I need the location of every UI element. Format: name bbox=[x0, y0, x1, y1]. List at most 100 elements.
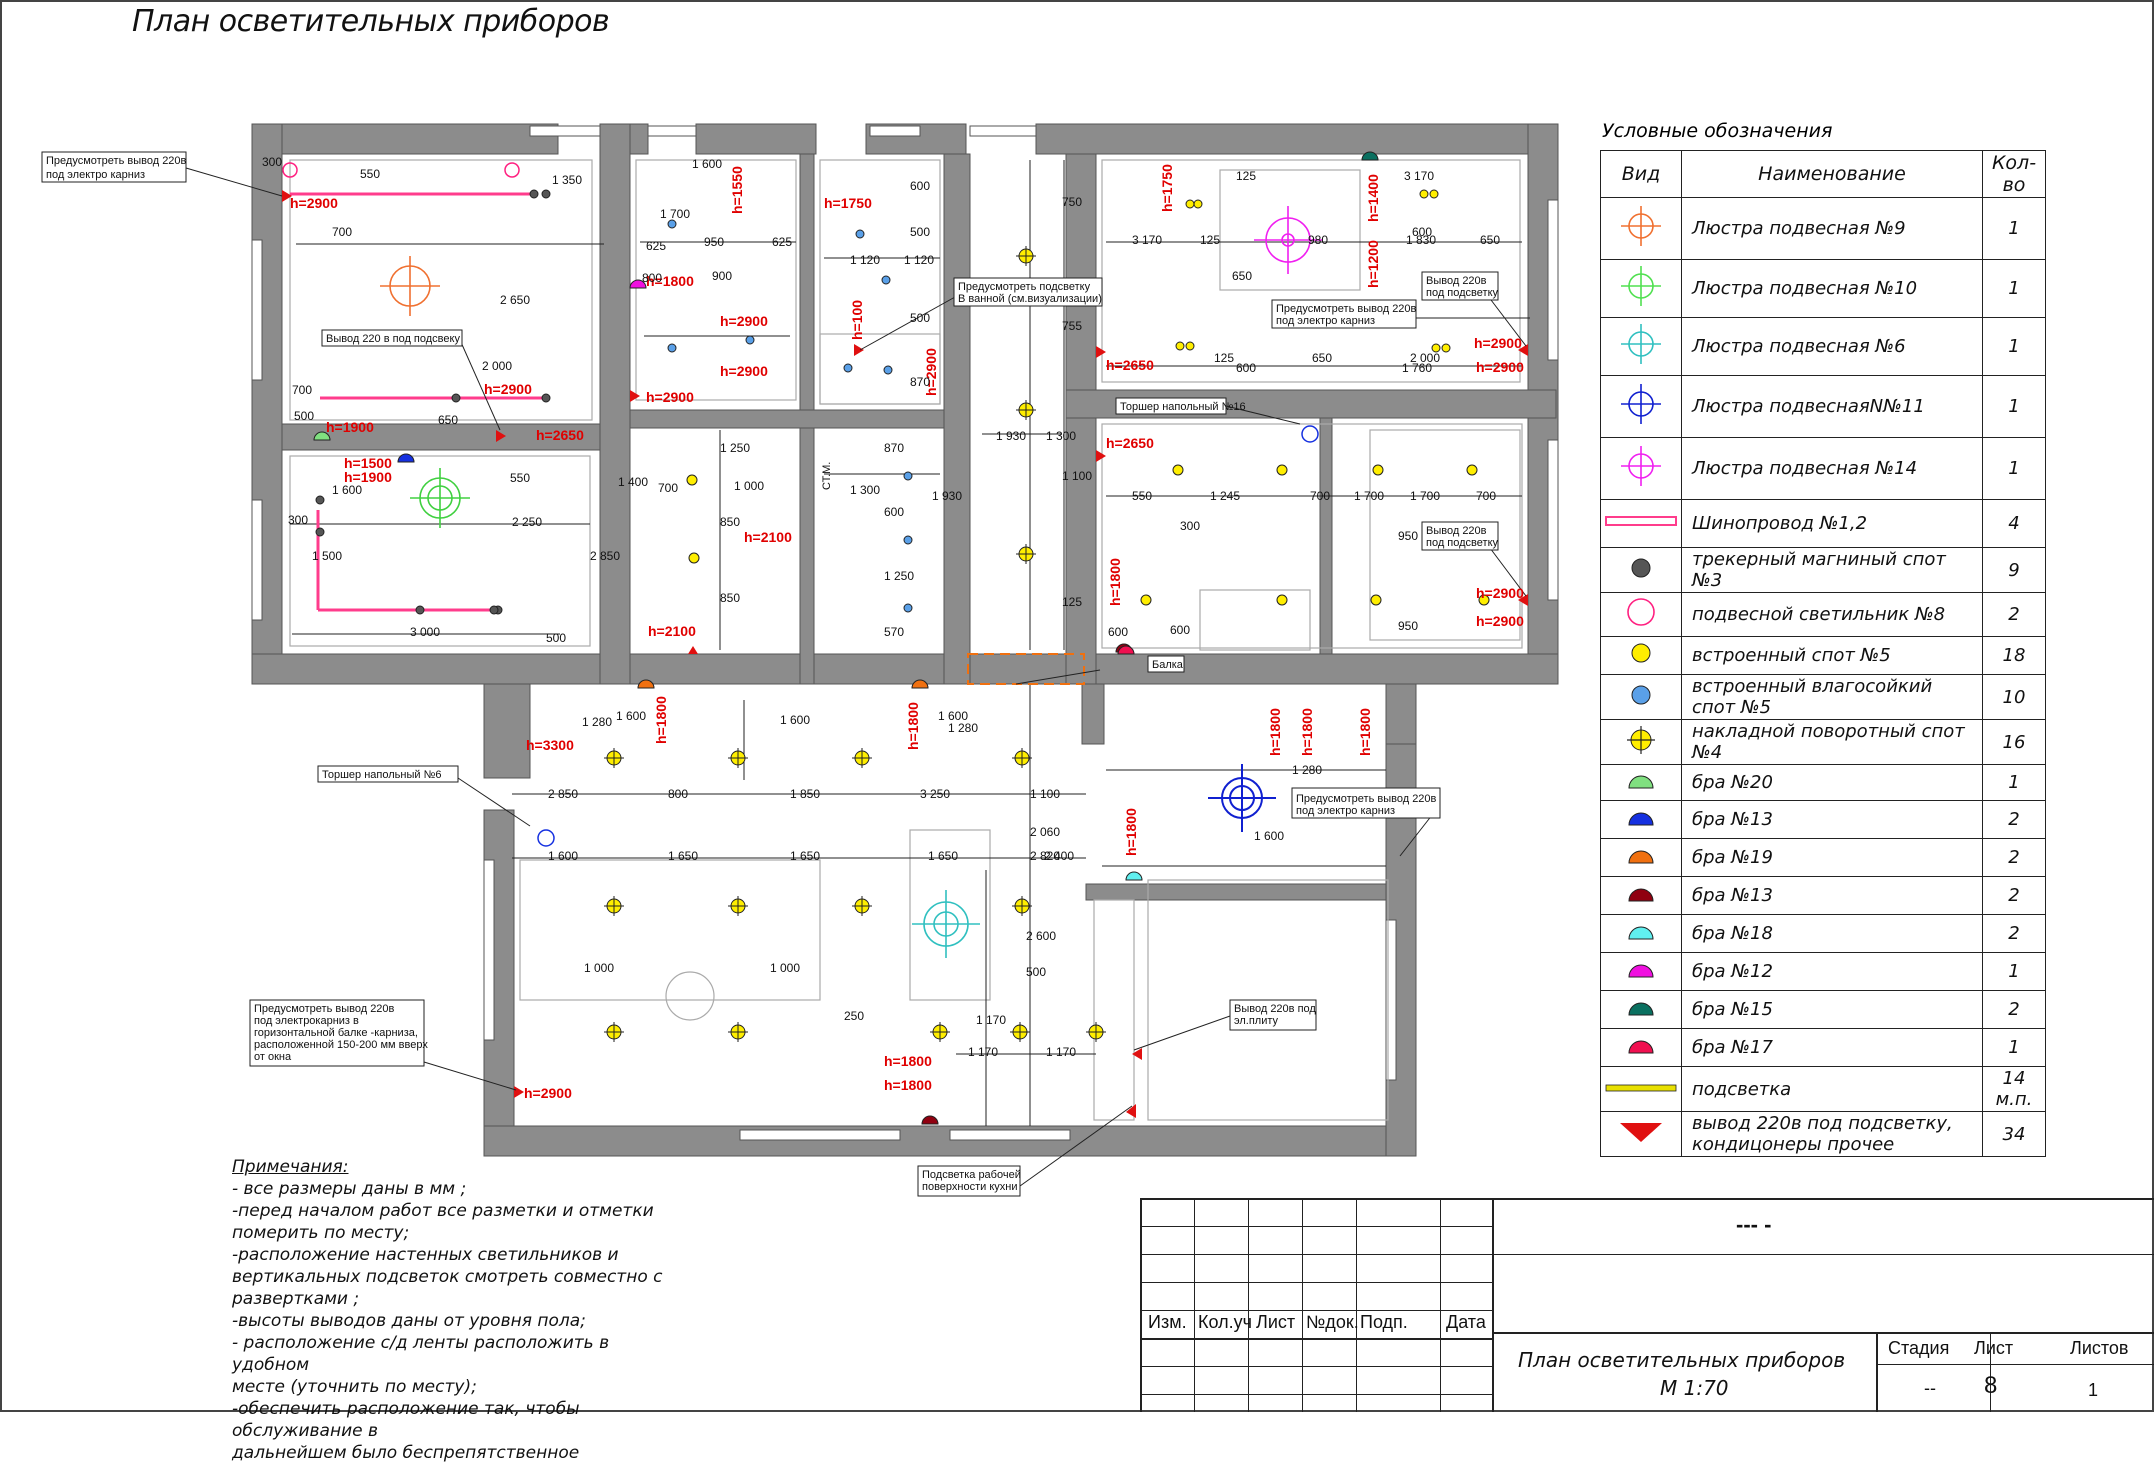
busbar-lines bbox=[290, 192, 546, 612]
filled-circle-icon bbox=[1600, 674, 1682, 720]
dimension-label: 650 bbox=[1480, 233, 1500, 247]
dimension-label: 1 700 bbox=[1354, 489, 1384, 503]
triangle-down-icon bbox=[1600, 1111, 1682, 1157]
legend-item-name: встроенный влагосойкий спот №5 bbox=[1681, 674, 1983, 720]
dimension-label: 500 bbox=[546, 631, 566, 645]
legend-item-qty: 2 bbox=[1982, 838, 2046, 877]
svg-text:h=2900: h=2900 bbox=[646, 389, 694, 405]
dimension-label: 1 100 bbox=[1030, 787, 1060, 801]
note-line: вертикальных подсветок смотреть совместн… bbox=[232, 1267, 663, 1287]
legend: Условные обозначения Вид Наименование Ко… bbox=[1600, 120, 2046, 1157]
svg-text:h=1800: h=1800 bbox=[1267, 708, 1283, 756]
swivel-spots bbox=[604, 246, 1106, 1042]
pendant-8-icon bbox=[282, 162, 298, 178]
dimension-label: 870 bbox=[884, 441, 904, 455]
walls bbox=[251, 123, 1559, 1157]
dimension-label: 1 100 bbox=[1062, 469, 1092, 483]
dimension-label: 300 bbox=[288, 513, 308, 527]
dimension-label: 125 bbox=[1214, 351, 1234, 365]
swivel-spot-icon bbox=[1016, 544, 1036, 564]
legend-item-qty: 10 bbox=[1982, 674, 2046, 720]
svg-text:h=1750: h=1750 bbox=[824, 195, 872, 211]
legend-item-name: вывод 220в под подсветку, кондицонеры пр… bbox=[1681, 1111, 1983, 1157]
stamp-col-list: Лист bbox=[1256, 1312, 1296, 1332]
sconce-17-icon bbox=[1117, 645, 1135, 655]
svg-text:расположенной 150-200 мм вверх: расположенной 150-200 мм вверх bbox=[254, 1039, 428, 1051]
legend-item-name: бра №13 bbox=[1681, 800, 1983, 839]
floor-lamp-16-icon bbox=[1301, 425, 1319, 443]
stamp-sheet-label: Лист bbox=[1974, 1338, 2014, 1358]
svg-text:h=2900: h=2900 bbox=[290, 195, 338, 211]
floor-plan: Предусмотреть вывод 220в под электро кар… bbox=[41, 123, 1559, 1197]
svg-text:СТ.М.: СТ.М. bbox=[821, 462, 833, 490]
sconce-12-icon bbox=[629, 279, 647, 289]
dimension-label: 650 bbox=[1232, 269, 1252, 283]
sconce-20-icon bbox=[313, 431, 331, 441]
stamp-col-kol: Кол.уч bbox=[1198, 1312, 1252, 1332]
dimension-label: 250 bbox=[844, 1009, 864, 1023]
legend-title: Условные обозначения bbox=[1602, 120, 1833, 142]
dimension-label: 1 000 bbox=[770, 961, 800, 975]
dimension-label: 950 bbox=[1398, 529, 1418, 543]
legend-item-name: Люстра подвеснаяN№11 bbox=[1681, 375, 1983, 438]
legend-table: Вид Наименование Кол-во Люстра подвесная… bbox=[1600, 150, 2046, 1157]
dimension-label: 2 650 bbox=[500, 293, 530, 307]
legend-item-name: бра №17 bbox=[1681, 1028, 1983, 1067]
svg-text:h=100: h=100 bbox=[849, 300, 865, 340]
svg-text:h=1750: h=1750 bbox=[1159, 164, 1175, 212]
dimension-label: 1 400 bbox=[618, 475, 648, 489]
dimension-label: 600 bbox=[1412, 225, 1432, 239]
svg-text:эл.плиту: эл.плиту bbox=[1234, 1015, 1279, 1027]
drawing-title: План осветительных приборов bbox=[132, 4, 610, 39]
waterproof-spot-icons bbox=[667, 219, 913, 613]
dimension-label: 1 700 bbox=[660, 207, 690, 221]
note-line: померить по месту; bbox=[232, 1223, 410, 1243]
svg-text:Предусмотреть вывод 220в: Предусмотреть вывод 220в bbox=[1296, 793, 1437, 805]
chandelier-crosshair-icon bbox=[1600, 197, 1682, 260]
svg-text:h=3300: h=3300 bbox=[526, 737, 574, 753]
swivel-spot-icon bbox=[1012, 896, 1032, 916]
svg-text:h=1550: h=1550 bbox=[729, 166, 745, 214]
svg-text:h=1900: h=1900 bbox=[344, 469, 392, 485]
legend-item-qty: 1 bbox=[1982, 437, 2046, 500]
dimension-label: 2 000 bbox=[482, 359, 512, 373]
dimension-label: 755 bbox=[1062, 319, 1082, 333]
svg-text:h=1900: h=1900 bbox=[326, 419, 374, 435]
dimension-label: 1 600 bbox=[780, 713, 810, 727]
beam-outline bbox=[967, 653, 1085, 685]
svg-text:под электро карниз: под электро карниз bbox=[46, 169, 145, 181]
svg-text:Вывод 220в: Вывод 220в bbox=[1426, 275, 1487, 287]
svg-text:h=2900: h=2900 bbox=[1476, 613, 1524, 629]
dimension-label: 625 bbox=[772, 235, 792, 249]
height-marks: h=2900 h=2900 h=1900 h=2650 h=1500 h=190… bbox=[290, 164, 1524, 1101]
dimension-label: 500 bbox=[1026, 965, 1046, 979]
legend-item-qty: 2 bbox=[1982, 990, 2046, 1029]
svg-text:h=2900: h=2900 bbox=[720, 363, 768, 379]
svg-text:поверхности кухни: поверхности кухни bbox=[922, 1181, 1018, 1193]
dimension-label: 2 850 bbox=[590, 549, 620, 563]
note-line: дальнейшем было беспрепятственное bbox=[232, 1443, 580, 1463]
svg-text:h=2100: h=2100 bbox=[648, 623, 696, 639]
sconces bbox=[282, 151, 1379, 1125]
swivel-spot-icon bbox=[1086, 1022, 1106, 1042]
svg-text:h=2900: h=2900 bbox=[484, 381, 532, 397]
note-line: -высоты выводов даны от уровня пола; bbox=[232, 1311, 586, 1331]
dimension-label: 1 300 bbox=[850, 483, 880, 497]
dimension-label: 700 bbox=[658, 481, 678, 495]
dimension-label: 1 930 bbox=[932, 489, 962, 503]
dimension-label: 1 600 bbox=[938, 709, 968, 723]
dimension-label: 1 170 bbox=[976, 1013, 1006, 1027]
dimension-label: 2 250 bbox=[512, 515, 542, 529]
svg-text:h=1500: h=1500 bbox=[344, 455, 392, 471]
pendant-8-icon bbox=[504, 162, 520, 178]
callout-texts: Предусмотреть вывод 220в под электро кар… bbox=[46, 155, 1499, 1193]
svg-text:h=1800: h=1800 bbox=[1107, 558, 1123, 606]
dimension-label: 600 bbox=[1108, 625, 1128, 639]
note-line: -расположение настенных светильников и bbox=[232, 1245, 619, 1265]
dimension-label: 2 600 bbox=[1026, 929, 1056, 943]
